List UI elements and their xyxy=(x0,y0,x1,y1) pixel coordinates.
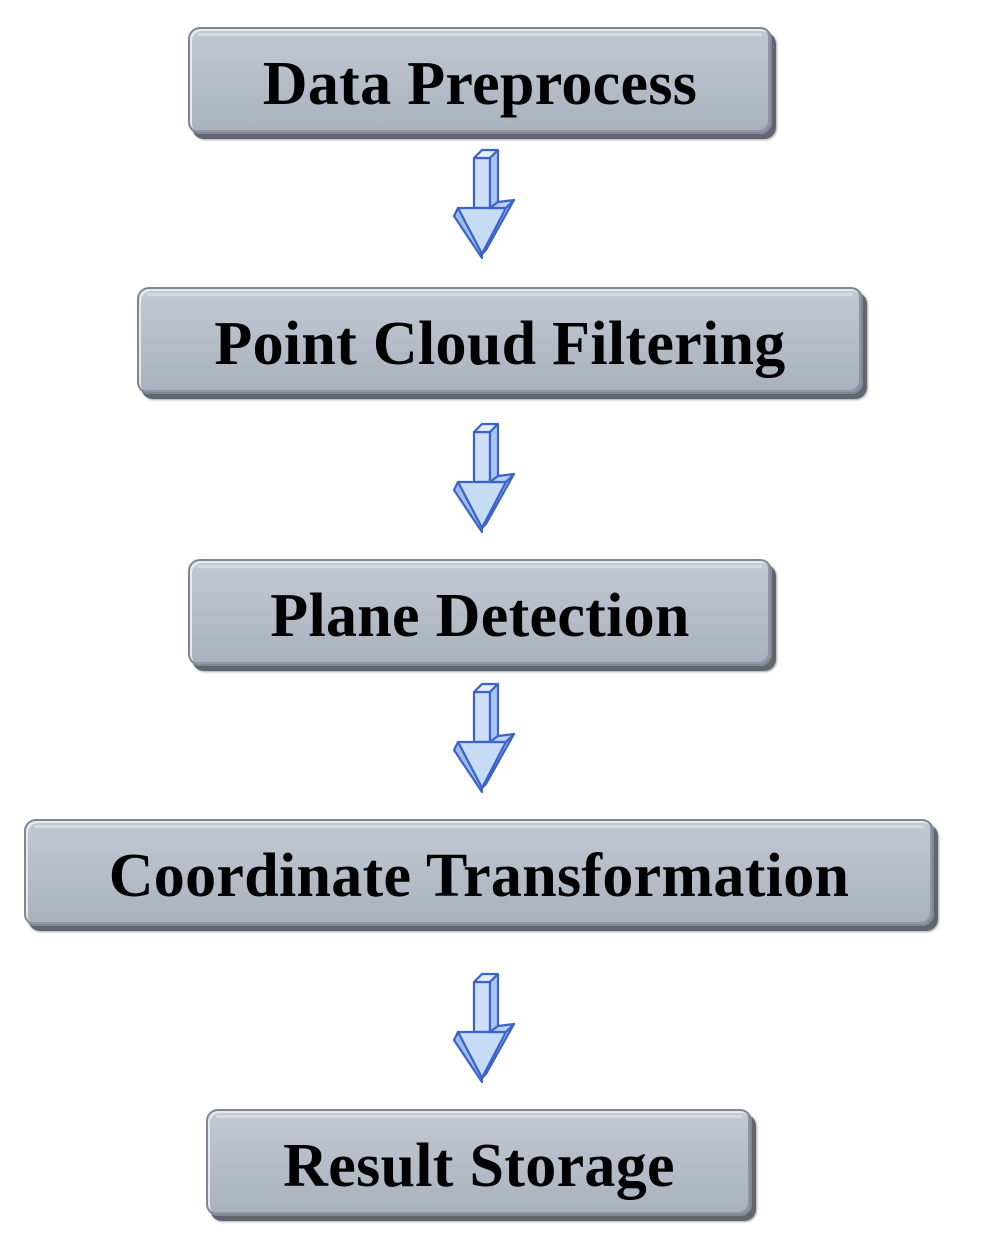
step-label: Coordinate Transformation xyxy=(108,842,850,910)
down-arrow-icon xyxy=(452,682,516,794)
step-coordinate-transformation: Coordinate Transformation xyxy=(24,819,934,926)
down-arrow-icon xyxy=(452,422,516,534)
step-label: Plane Detection xyxy=(270,582,690,650)
step-plane-detection: Plane Detection xyxy=(188,559,772,666)
step-result-storage: Result Storage xyxy=(206,1109,752,1216)
step-label: Data Preprocess xyxy=(262,50,698,118)
down-arrow-icon xyxy=(452,148,516,260)
step-point-cloud-filtering: Point Cloud Filtering xyxy=(137,287,863,394)
step-data-preprocess: Data Preprocess xyxy=(188,27,772,134)
step-label: Point Cloud Filtering xyxy=(214,310,786,378)
step-label: Result Storage xyxy=(283,1132,675,1200)
down-arrow-icon xyxy=(452,972,516,1084)
